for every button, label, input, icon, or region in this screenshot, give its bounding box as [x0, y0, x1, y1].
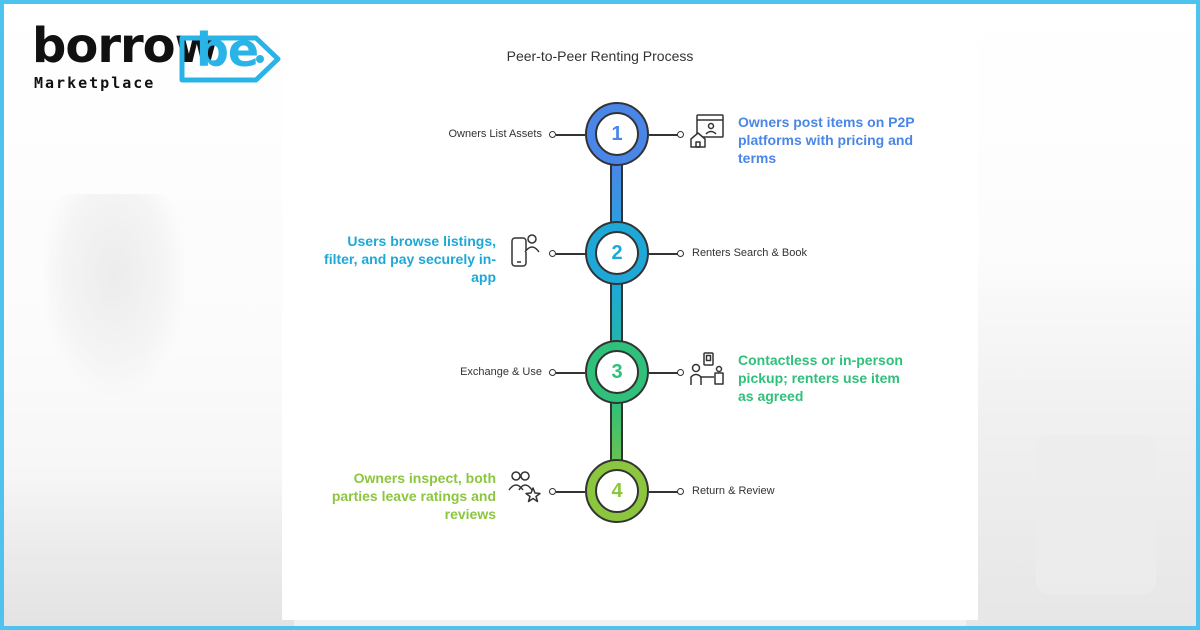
step-3-right-connector — [649, 372, 679, 374]
step-1-description: Owners post items on P2P platforms with … — [738, 114, 915, 166]
step-3-label: Exchange & Use — [460, 366, 542, 378]
diagram-title: Peer-to-Peer Renting Process — [506, 48, 694, 64]
step-3-right-dot — [677, 369, 684, 376]
diagram-card — [282, 4, 978, 620]
exchange-people-icon — [689, 351, 725, 387]
phone-user-icon — [507, 232, 543, 268]
step-number-4: 4 — [595, 469, 639, 513]
logo-accent-tag: be — [178, 27, 282, 84]
step-4-label: Return & Review — [692, 485, 775, 497]
background-plant — [44, 194, 184, 394]
step-4-left-connector — [556, 491, 585, 493]
step-1-right-connector — [649, 134, 679, 136]
step-1-label: Owners List Assets — [448, 128, 542, 140]
tag-shape-icon — [179, 35, 281, 83]
step-node-1: 1 — [585, 102, 649, 166]
step-2-right-connector — [649, 253, 679, 255]
step-1-right-dot — [677, 131, 684, 138]
step-2-left-dot — [549, 250, 556, 257]
background-cup — [1036, 434, 1156, 594]
step-3-left-connector — [556, 372, 585, 374]
step-4-description: Owners inspect, both parties leave ratin… — [331, 470, 496, 522]
spine-segment-2 — [610, 283, 623, 345]
users-star-icon — [507, 468, 543, 504]
step-2-label: Renters Search & Book — [692, 247, 807, 259]
step-2-left-connector — [556, 253, 585, 255]
step-node-3: 3 — [585, 340, 649, 404]
step-1-left-dot — [549, 131, 556, 138]
step-1-left-connector — [556, 134, 585, 136]
step-number-1: 1 — [595, 112, 639, 156]
step-number-3: 3 — [595, 350, 639, 394]
logo-accent: be — [196, 23, 259, 77]
step-2-description: Users browse listings, filter, and pay s… — [324, 233, 496, 285]
spine-segment-1 — [610, 164, 623, 226]
house-listing-icon — [689, 113, 725, 149]
step-3-description: Contactless or in-person pickup; renters… — [738, 352, 903, 404]
step-node-2: 2 — [585, 221, 649, 285]
background-desk — [4, 474, 294, 626]
step-4-left-dot — [549, 488, 556, 495]
step-4-right-dot — [677, 488, 684, 495]
logo-subtitle: Marketplace — [34, 74, 156, 92]
step-2-right-dot — [677, 250, 684, 257]
logo-word: borrow — [32, 18, 219, 74]
step-3-left-dot — [549, 369, 556, 376]
step-4-right-connector — [649, 491, 679, 493]
step-node-4: 4 — [585, 459, 649, 523]
spine-segment-3 — [610, 402, 623, 464]
brand-logo: borrow be Marketplace — [32, 22, 281, 98]
step-number-2: 2 — [595, 231, 639, 275]
